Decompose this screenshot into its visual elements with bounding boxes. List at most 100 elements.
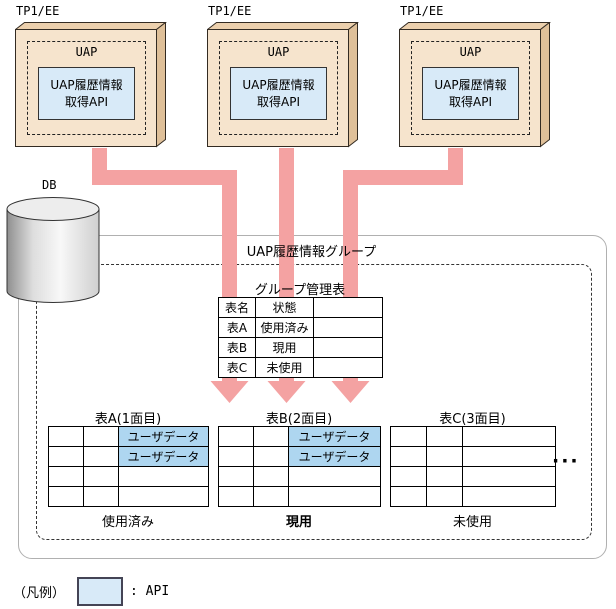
- table-row: [390, 466, 556, 487]
- uap-dashed-border: [27, 41, 146, 135]
- cell: [48, 426, 84, 447]
- mgmt-row: 表A 使用済み: [218, 317, 383, 338]
- api-box: UAP履歴情報 取得API: [422, 67, 519, 120]
- platform-label: TP1/EE: [208, 4, 252, 18]
- cell: [390, 486, 427, 507]
- cell: [390, 466, 427, 487]
- table-c: [390, 426, 556, 507]
- mgmt-row: 表C 未使用: [218, 357, 383, 378]
- cell: [83, 446, 119, 467]
- table-row: ユーザデータ: [48, 426, 209, 447]
- cell: [83, 466, 119, 487]
- mgmt-cell: 現用: [255, 337, 314, 358]
- table-row: ユーザデータ: [218, 446, 381, 467]
- cell: [426, 426, 463, 447]
- table-row: [48, 486, 209, 507]
- cell: [462, 426, 556, 447]
- api-line1: UAP履歴情報: [50, 78, 123, 93]
- group-title: UAP履歴情報グループ: [246, 245, 377, 260]
- mgmt-cell: 状態: [255, 297, 314, 318]
- mgmt-cell: 未使用: [255, 357, 314, 378]
- tp1ee-unit-1: TP1/EE UAP UAP履歴情報 取得API: [15, 4, 177, 152]
- table-row: ユーザデータ: [218, 426, 381, 447]
- tp1ee-unit-3: TP1/EE UAP UAP履歴情報 取得API: [399, 4, 561, 152]
- user-data-cell: ユーザデータ: [118, 446, 209, 467]
- uap-dashed-border: [411, 41, 530, 135]
- db-label: DB: [42, 178, 57, 192]
- table-row: [390, 486, 556, 507]
- cell: [118, 486, 209, 507]
- legend-api-label: : API: [130, 584, 170, 599]
- group-dashed-border: [36, 264, 592, 540]
- table-row: ユーザデータ: [48, 446, 209, 467]
- api-line2: 取得API: [449, 94, 492, 109]
- mgmt-header-row: 表名 状態: [218, 297, 383, 318]
- cell: [218, 446, 254, 467]
- cell: [426, 486, 463, 507]
- mgmt-cell: 表B: [218, 337, 256, 358]
- mgmt-cell: [313, 337, 383, 358]
- mgmt-table-title: グループ管理表: [254, 283, 346, 298]
- cell: [253, 446, 289, 467]
- cell: [462, 446, 556, 467]
- api-line1: UAP履歴情報: [434, 78, 507, 93]
- mgmt-cell: 表名: [218, 297, 256, 318]
- table-c-title: 表C(3面目): [439, 412, 506, 427]
- api-box: UAP履歴情報 取得API: [38, 67, 135, 120]
- api-box: UAP履歴情報 取得API: [230, 67, 327, 120]
- user-data-cell: ユーザデータ: [118, 426, 209, 447]
- table-row: [218, 466, 381, 487]
- cell: [83, 426, 119, 447]
- cell: [118, 466, 209, 487]
- platform-label: TP1/EE: [16, 4, 60, 18]
- cell: [253, 466, 289, 487]
- table-row: [218, 486, 381, 507]
- cell: [390, 446, 427, 467]
- more-tables-ellipsis: ···: [552, 450, 580, 472]
- uap-label: UAP: [267, 45, 290, 59]
- platform-label: TP1/EE: [400, 4, 444, 18]
- user-data-cell: ユーザデータ: [288, 446, 381, 467]
- api-line2: 取得API: [257, 94, 300, 109]
- table-b: ユーザデータ ユーザデータ: [218, 426, 381, 507]
- table-row: [48, 466, 209, 487]
- table-a-status: 使用済み: [101, 515, 154, 530]
- legend-prefix: （凡例）: [13, 586, 66, 601]
- cell: [288, 486, 381, 507]
- api-line2: 取得API: [65, 94, 108, 109]
- cell: [462, 486, 556, 507]
- table-b-status: 現用: [285, 515, 312, 530]
- table-a: ユーザデータ ユーザデータ: [48, 426, 209, 507]
- cell: [218, 426, 254, 447]
- cell: [253, 486, 289, 507]
- cell: [48, 466, 84, 487]
- table-c-status: 未使用: [452, 515, 492, 530]
- cell: [426, 466, 463, 487]
- mgmt-cell: [313, 317, 383, 338]
- uap-dashed-border: [219, 41, 338, 135]
- legend: （凡例） : API: [13, 577, 169, 606]
- user-data-cell: ユーザデータ: [288, 426, 381, 447]
- mgmt-cell: [313, 297, 383, 318]
- cell: [48, 446, 84, 467]
- mgmt-row: 表B 現用: [218, 337, 383, 358]
- legend-api-swatch: [77, 577, 124, 606]
- cell: [218, 466, 254, 487]
- mgmt-cell: [313, 357, 383, 378]
- cell: [218, 486, 254, 507]
- cell: [48, 486, 84, 507]
- table-row: [390, 446, 556, 467]
- cell: [426, 446, 463, 467]
- cell: [390, 426, 427, 447]
- table-row: [390, 426, 556, 447]
- database-cylinder-icon: [6, 197, 100, 303]
- table-a-title: 表A(1面目): [94, 412, 162, 427]
- uap-label: UAP: [459, 45, 482, 59]
- uap-label: UAP: [75, 45, 98, 59]
- cell: [83, 486, 119, 507]
- cell: [288, 466, 381, 487]
- cell: [462, 466, 556, 487]
- cell: [253, 426, 289, 447]
- mgmt-cell: 表C: [218, 357, 256, 378]
